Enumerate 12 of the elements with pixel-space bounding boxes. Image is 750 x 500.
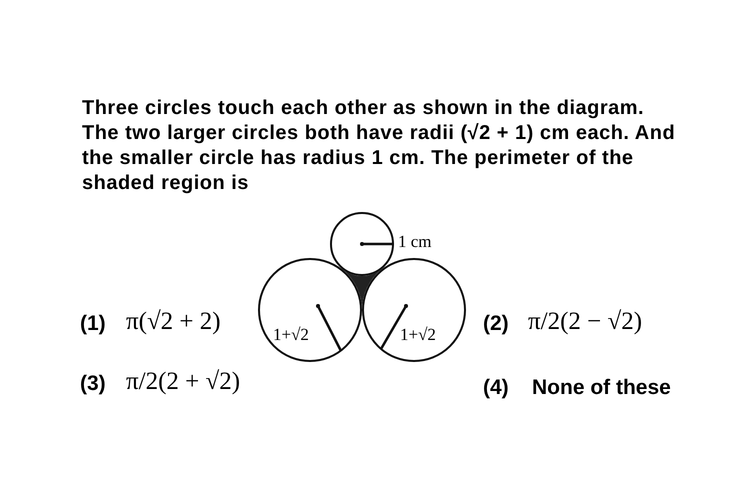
option-answer: π/2(2 − √2)	[528, 308, 642, 336]
option-number: (3)	[80, 372, 106, 396]
radius-label: 1 cm	[398, 232, 432, 252]
radius-label: 1+√2	[400, 325, 436, 345]
option-answer: None of these	[532, 376, 671, 400]
option-number: (2)	[483, 312, 509, 336]
question-text: Three circles touch each other as shown in the diagram. The two larger circles both have radii (√2 + 1) cm each. And the smaller circle has radius 1 cm. The perimeter of the shaded region is	[82, 96, 676, 196]
radius-label: 1+√2	[273, 325, 309, 345]
option-number: (4)	[483, 376, 509, 400]
option-number: (1)	[80, 312, 106, 336]
option-answer: π(√2 + 2)	[126, 308, 221, 336]
option-answer: π/2(2 + √2)	[126, 368, 240, 396]
